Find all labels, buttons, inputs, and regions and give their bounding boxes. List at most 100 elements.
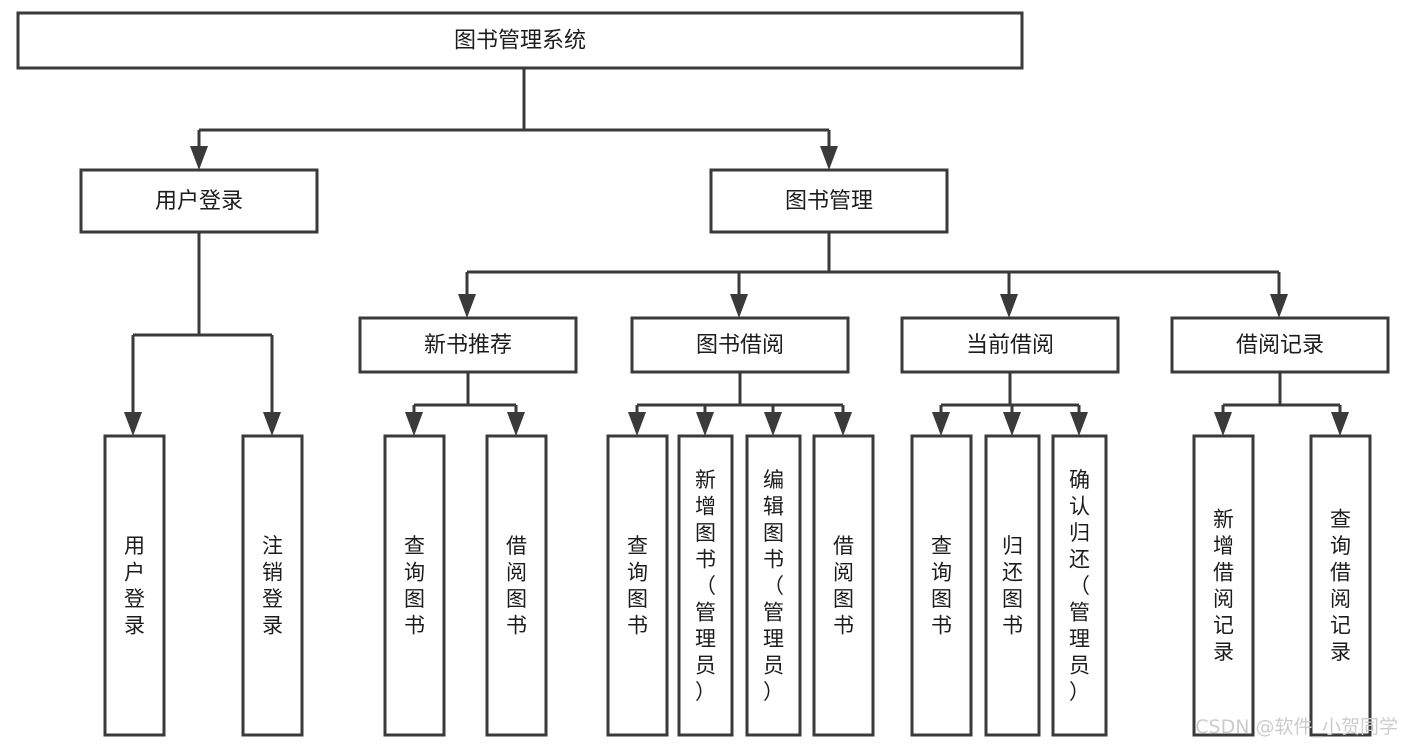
node-user-login[interactable]: 用户登录 xyxy=(79,168,319,234)
node-label-char: 借 xyxy=(1213,561,1234,585)
node-label-char: 录 xyxy=(262,614,283,638)
node-leaf-return-book[interactable]: 归还图书 xyxy=(984,434,1041,737)
node-root[interactable]: 图书管理系统 xyxy=(16,11,1024,70)
nodes-layer: 图书管理系统用户登录图书管理新书推荐图书借阅当前借阅借阅记录用户登录注销登录查询… xyxy=(16,11,1390,737)
node-label-char: 员 xyxy=(1069,653,1090,677)
node-label-char: 记 xyxy=(1330,614,1351,638)
node-label-char: 书 xyxy=(627,614,648,638)
node-leaf-edit-book-admin[interactable]: 编辑图书（管理员） xyxy=(745,434,802,737)
node-leaf-logout-login[interactable]: 注销登录 xyxy=(241,434,304,737)
arrow-head-icon xyxy=(1270,294,1288,318)
node-box-leaf-borrow-book-2[interactable] xyxy=(812,434,875,737)
node-label-char: 书 xyxy=(506,614,527,638)
arrow-head-icon xyxy=(1214,412,1232,436)
node-label-leaf-logout-login: 注销登录 xyxy=(262,534,283,638)
node-label-leaf-edit-book-admin: 编辑图书（管理员） xyxy=(763,468,784,704)
node-leaf-query-book-3[interactable]: 查询图书 xyxy=(910,434,973,737)
node-borrow-record[interactable]: 借阅记录 xyxy=(1170,316,1390,374)
node-label-borrow-record: 借阅记录 xyxy=(1236,333,1324,358)
node-label-char: 还 xyxy=(1069,547,1090,571)
node-box-root[interactable] xyxy=(16,11,1024,70)
node-leaf-query-borrow-record[interactable]: 查询借阅记录 xyxy=(1309,434,1372,737)
node-label-char: 还 xyxy=(1002,561,1023,585)
arrow-head-icon xyxy=(405,412,423,436)
node-label-char: 阅 xyxy=(1330,587,1351,611)
arrow-head-icon xyxy=(628,412,646,436)
node-label-char: 员 xyxy=(695,653,716,677)
node-label-leaf-return-book: 归还图书 xyxy=(1002,534,1023,638)
node-label-book-borrow: 图书借阅 xyxy=(696,333,784,358)
node-label-char: 录 xyxy=(124,614,145,638)
node-label-char: 图 xyxy=(627,587,648,611)
node-label-char: 增 xyxy=(695,494,716,518)
node-label-user-login: 用户登录 xyxy=(155,189,243,214)
node-label-char: 阅 xyxy=(833,561,854,585)
arrow-head-icon xyxy=(932,412,950,436)
node-box-leaf-borrow-book-1[interactable] xyxy=(485,434,548,737)
node-box-leaf-add-book-admin[interactable] xyxy=(677,434,734,737)
node-label-root: 图书管理系统 xyxy=(454,29,586,54)
node-label-book-manage: 图书管理 xyxy=(785,189,873,214)
node-box-leaf-return-book[interactable] xyxy=(984,434,1041,737)
node-label-char: 查 xyxy=(627,534,648,558)
node-label-new-book-recommend: 新书推荐 xyxy=(424,333,512,358)
node-label-char: 登 xyxy=(262,587,283,611)
arrow-head-icon xyxy=(263,412,281,436)
node-box-borrow-record[interactable] xyxy=(1170,316,1390,374)
node-leaf-query-book-1[interactable]: 查询图书 xyxy=(383,434,446,737)
node-leaf-borrow-book-1[interactable]: 借阅图书 xyxy=(485,434,548,737)
node-label-leaf-borrow-book-2: 借阅图书 xyxy=(833,534,854,638)
node-label-char: ） xyxy=(763,680,784,704)
node-box-leaf-query-book-3[interactable] xyxy=(910,434,973,737)
arrow-head-icon xyxy=(507,412,525,436)
node-label-char: 图 xyxy=(833,587,854,611)
node-leaf-user-login[interactable]: 用户登录 xyxy=(103,434,166,737)
node-box-book-borrow[interactable] xyxy=(630,316,850,374)
node-box-leaf-add-borrow-record[interactable] xyxy=(1192,434,1255,737)
node-box-leaf-logout-login[interactable] xyxy=(241,434,304,737)
arrow-head-icon xyxy=(1331,412,1349,436)
node-label-char: 户 xyxy=(124,561,145,585)
arrow-head-icon xyxy=(1000,294,1018,318)
node-leaf-add-borrow-record[interactable]: 新增借阅记录 xyxy=(1192,434,1255,737)
node-label-char: （ xyxy=(763,574,784,598)
node-leaf-add-book-admin[interactable]: 新增图书（管理员） xyxy=(677,434,734,737)
node-box-leaf-query-borrow-record[interactable] xyxy=(1309,434,1372,737)
node-label-current-borrow: 当前借阅 xyxy=(966,333,1054,358)
node-box-new-book-recommend[interactable] xyxy=(358,316,578,374)
csdn-watermark: CSDN @软件_小贺同学 xyxy=(1195,716,1398,738)
node-leaf-query-book-2[interactable]: 查询图书 xyxy=(606,434,669,737)
node-label-char: 理 xyxy=(695,627,716,651)
node-box-leaf-query-book-1[interactable] xyxy=(383,434,446,737)
node-label-char: 询 xyxy=(627,561,648,585)
node-new-book-recommend[interactable]: 新书推荐 xyxy=(358,316,578,374)
node-label-char: 阅 xyxy=(1213,587,1234,611)
node-box-user-login[interactable] xyxy=(79,168,319,234)
arrow-head-icon xyxy=(458,294,476,318)
node-leaf-borrow-book-2[interactable]: 借阅图书 xyxy=(812,434,875,737)
node-box-leaf-edit-book-admin[interactable] xyxy=(745,434,802,737)
node-label-char: 归 xyxy=(1002,534,1023,558)
node-label-char: 录 xyxy=(1213,640,1234,664)
node-book-borrow[interactable]: 图书借阅 xyxy=(630,316,850,374)
node-current-borrow[interactable]: 当前借阅 xyxy=(900,316,1120,374)
node-leaf-confirm-return-admin[interactable]: 确认归还（管理员） xyxy=(1051,434,1108,737)
arrow-head-icon xyxy=(696,412,714,436)
node-label-leaf-query-book-1: 查询图书 xyxy=(404,534,425,638)
node-label-char: 增 xyxy=(1213,534,1234,558)
node-box-book-manage[interactable] xyxy=(709,168,949,234)
node-label-char: 图 xyxy=(763,521,784,545)
node-label-char: ） xyxy=(695,680,716,704)
node-label-char: 管 xyxy=(695,600,716,624)
node-box-leaf-confirm-return-admin[interactable] xyxy=(1051,434,1108,737)
arrow-head-icon xyxy=(1003,412,1021,436)
node-box-current-borrow[interactable] xyxy=(900,316,1120,374)
node-book-manage[interactable]: 图书管理 xyxy=(709,168,949,234)
node-box-leaf-user-login[interactable] xyxy=(103,434,166,737)
node-label-char: 图 xyxy=(931,587,952,611)
node-label-char: 借 xyxy=(506,534,527,558)
arrow-head-icon xyxy=(1070,412,1088,436)
node-label-char: 询 xyxy=(1330,534,1351,558)
node-box-leaf-query-book-2[interactable] xyxy=(606,434,669,737)
